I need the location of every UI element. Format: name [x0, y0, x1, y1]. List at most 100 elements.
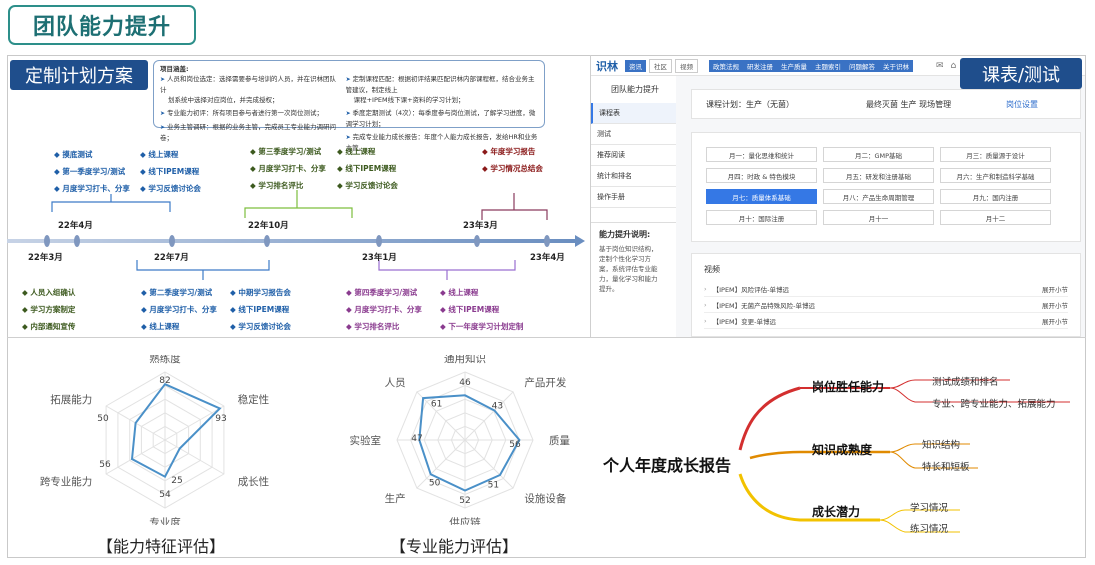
course-month-button[interactable]: 月二：GMP基础: [823, 147, 934, 162]
radar-axis-label: 成长性: [238, 475, 270, 488]
video-name: 【IPEM】变更-单博远: [712, 317, 777, 326]
radar-axis-label: 熟练度: [149, 355, 181, 365]
date-label: 23年3月: [463, 221, 498, 231]
radar-value-label: 82: [159, 376, 170, 386]
timeline-item: 线上课程: [148, 150, 179, 159]
sidebar-item-schedule[interactable]: 课程表: [591, 103, 676, 124]
timeline-nodes: [44, 235, 550, 247]
radar-spoke: [164, 405, 225, 441]
course-month-button[interactable]: 月十：国际注册: [706, 210, 817, 225]
sidebar-item-manual[interactable]: 操作手册: [591, 187, 676, 208]
course-month-button[interactable]: 月三：质量源于设计: [940, 147, 1051, 162]
timeline-item: 月度学习打卡、分享: [258, 164, 326, 173]
date-label: 22年4月: [58, 221, 93, 231]
timeline-item: 学习排名评比: [258, 181, 304, 190]
sidebar-item-stats[interactable]: 统计和排名: [591, 166, 676, 187]
radar-axis-label: 供应链: [449, 516, 481, 525]
sidebar-item-test[interactable]: 测试: [591, 124, 676, 145]
sidebar-title: 团队能力提升: [611, 85, 659, 94]
course-month-button-active[interactable]: 月七：质量体系基础: [706, 189, 817, 204]
project-item: 划系统中选择对应岗位，并完成授权；: [168, 96, 279, 104]
timeline-item: 学习方案制定: [30, 305, 76, 314]
home-icon[interactable]: ⌂: [950, 60, 957, 71]
project-item: 课程+IPEM线下课+资料的学习计划；: [353, 96, 465, 104]
expand-link[interactable]: 展开小节: [1042, 317, 1068, 326]
nav-link[interactable]: 主题索引: [811, 59, 845, 72]
nav-tab-community[interactable]: 社区: [649, 58, 672, 73]
timeline-item: 第四季度学习/测试: [354, 288, 418, 297]
nav-link[interactable]: 研发注册: [743, 59, 777, 72]
plan-role: 最终灭菌 生产 现场管理: [866, 99, 952, 109]
leaf-line-red: [889, 379, 1010, 389]
lms-window: 识林 资讯 社区 视频 政策法规 研发注册 生产质量 主题索引 问题解答 关于识…: [591, 56, 1085, 337]
bottom-purple-col-b: ◆ 线上课程 ◆ 线下IPEM课程 ◆ 下一年度学习计划定制: [440, 288, 524, 331]
nav-link[interactable]: 生产质量: [777, 59, 811, 72]
note-line: 案，系统评估专业能: [599, 265, 658, 273]
date-label: 22年3月: [28, 253, 63, 263]
timeline-item: 线下IPEM课程: [238, 305, 290, 314]
bracket-blue-bottom: [136, 260, 270, 280]
nav-tab-video[interactable]: 视频: [675, 58, 698, 73]
bracket-blue-top: [51, 194, 171, 212]
bottom-blue-col-b: ◆ 中期学习报告会 ◆ 线下IPEM课程 ◆ 学习反馈讨论会: [230, 288, 291, 331]
expand-link[interactable]: 展开小节: [1042, 285, 1068, 294]
radar-axis-label: 拓展能力: [50, 393, 92, 406]
nav-tab-news[interactable]: 资讯: [625, 59, 646, 72]
top-red-col: ◆ 年度学习报告 ◆ 学习情况总结会: [482, 147, 543, 173]
lms-logo: 识林: [596, 59, 618, 73]
radar-value-label: 46: [459, 378, 471, 388]
timeline-item: 月度学习打卡、分享: [149, 305, 217, 314]
nav-links: 政策法规 研发注册 生产质量 主题索引 问题解答 关于识林: [709, 59, 913, 72]
month-grid: 月一：量化思维和统计 月二：GMP基础 月三：质量源于设计 月四：时政 & 特色…: [691, 132, 1081, 242]
mindmap-leaf: 专业、跨专业能力、拓展能力: [932, 399, 1056, 410]
radar-value-label: 51: [488, 480, 499, 490]
timeline-item: 月度学习打卡、分享: [354, 305, 422, 314]
course-month-button[interactable]: 月八：产品生命周期管理: [823, 189, 934, 204]
leaf-line-orange: [889, 443, 970, 453]
video-row[interactable]: › 【IPEM】变更-单博远 展开小节: [704, 313, 1068, 329]
course-month-button[interactable]: 月六：生产和制造科学基础: [940, 168, 1051, 183]
timeline-node: [544, 235, 550, 247]
nav-link[interactable]: 政策法规: [709, 59, 743, 72]
nav-link[interactable]: 问题解答: [845, 59, 879, 72]
radar-value-label: 56: [99, 460, 111, 470]
timeline-node: [376, 235, 382, 247]
timeline-item: 月度学习打卡、分享: [62, 184, 130, 193]
plan-settings-link[interactable]: 岗位设置: [1006, 99, 1038, 109]
timeline-item: 线下IPEM课程: [148, 167, 200, 176]
radar-value-label: 52: [459, 496, 470, 506]
radar-axis-label: 跨专业能力: [40, 475, 92, 488]
top-green-col-b: ◆ 线上课程 ◆ 线下IPEM课程 ◆ 学习反馈讨论会: [337, 147, 398, 190]
course-month-button[interactable]: 月一：量化思维和统计: [706, 147, 817, 162]
course-month-button[interactable]: 月五：研发和注册基础: [823, 168, 934, 183]
radar-axis-label: 生产: [385, 492, 406, 505]
radar-value-label: 54: [159, 490, 171, 500]
course-month-button[interactable]: 月九：国内注册: [940, 189, 1051, 204]
sidebar-item-reading[interactable]: 推荐阅读: [591, 145, 676, 166]
bracket-green-top: [244, 190, 353, 218]
note-line: 基于岗位知识结构，: [599, 245, 658, 253]
project-box: 项目涵盖: ➤ 人员和岗位选定：选择需要参与培训的人员，并在识林团队计 划系统中…: [153, 60, 545, 152]
expand-link[interactable]: 展开小节: [1042, 301, 1068, 310]
timeline-item: 内部通知宣传: [30, 322, 76, 331]
radar-value-label: 50: [429, 478, 441, 488]
chevron-right-icon: ›: [704, 300, 707, 309]
content-frame: [7, 55, 1086, 558]
timeline-node: [474, 235, 480, 247]
timeline-item: 摸底测试: [62, 150, 93, 159]
radar-spoke: [105, 439, 166, 475]
leaf-line-orange: [889, 451, 978, 469]
timeline-item: 人员入组确认: [30, 288, 76, 297]
mail-icon[interactable]: ✉: [936, 60, 944, 71]
timeline-node: [44, 235, 50, 247]
project-item: 人员和岗位选定：选择需要参与培训的人员，并在识林团队计: [160, 75, 336, 94]
mindmap-leaf: 学习情况: [910, 503, 949, 514]
video-row[interactable]: › 【IPEM】风险评估-单博远 展开小节: [704, 281, 1068, 297]
video-row[interactable]: › 【IPEM】无菌产品特殊风险-单博远 展开小节: [704, 297, 1068, 313]
course-month-button[interactable]: 月十一: [823, 210, 934, 225]
nav-link[interactable]: 关于识林: [879, 59, 913, 72]
lms-sidebar: 团队能力提升 课程表 测试 推荐阅读 统计和排名 操作手册 能力提升说明: 基于…: [591, 76, 676, 337]
mindmap-branch: 岗位胜任能力: [812, 380, 885, 394]
course-month-button[interactable]: 月十二: [940, 210, 1051, 225]
course-month-button[interactable]: 月四：时政 & 特色模块: [706, 168, 817, 183]
